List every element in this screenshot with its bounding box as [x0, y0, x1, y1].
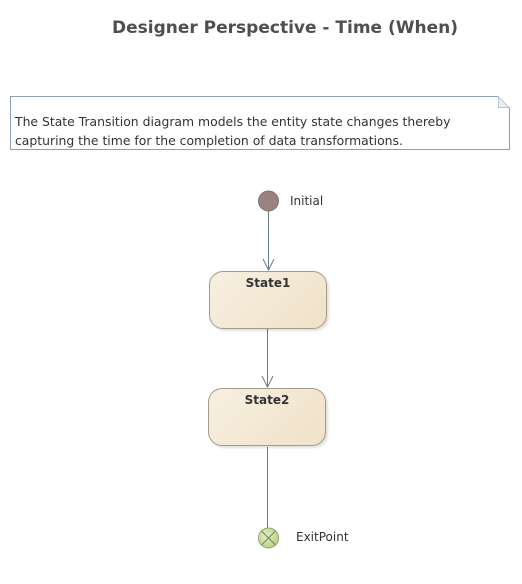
note-fold-corner	[498, 96, 510, 108]
exit-point-label: ExitPoint	[296, 530, 349, 544]
state2-box[interactable]: State2	[208, 388, 326, 446]
initial-node[interactable]	[258, 190, 279, 212]
note-text: The State Transition diagram models the …	[15, 114, 451, 148]
exit-point-node[interactable]	[258, 527, 279, 549]
diagram-title: Designer Perspective - Time (When)	[111, 18, 459, 38]
arrowhead-state2	[261, 375, 274, 389]
state1-label: State1	[245, 276, 291, 290]
initial-label: Initial	[290, 194, 324, 208]
state1-box[interactable]: State1	[209, 271, 327, 329]
note-box: The State Transition diagram models the …	[10, 96, 510, 150]
arrowhead-state1	[262, 258, 275, 272]
state2-label: State2	[244, 393, 290, 407]
